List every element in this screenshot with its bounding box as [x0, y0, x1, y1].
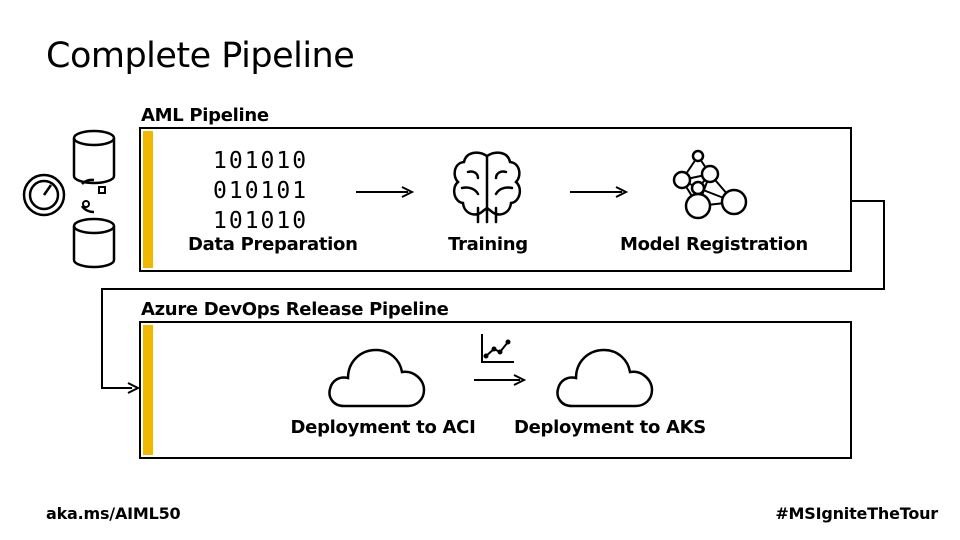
pipeline-connector — [101, 200, 885, 394]
step-label-deployment-aci: Deployment to ACI — [290, 417, 476, 438]
binary-data-icon: 101010 010101 101010 — [213, 146, 308, 236]
arrow-right-icon — [356, 186, 415, 198]
step-label-training: Training — [448, 234, 528, 255]
binary-line: 101010 — [213, 148, 309, 174]
footer-link[interactable]: aka.ms/AIML50 — [46, 504, 181, 523]
cloud-icon — [556, 348, 654, 408]
database-gauge-icon — [22, 129, 116, 269]
page-title: Complete Pipeline — [46, 36, 355, 76]
release-pipeline-label: Azure DevOps Release Pipeline — [141, 299, 449, 320]
binary-line: 101010 — [213, 208, 309, 234]
aml-pipeline-label: AML Pipeline — [141, 105, 269, 126]
step-label-model-registration: Model Registration — [620, 234, 808, 255]
brain-icon — [452, 151, 522, 224]
step-label-data-preparation: Data Preparation — [188, 234, 358, 255]
cloud-icon — [328, 348, 426, 408]
accent-bar — [143, 131, 153, 268]
step-label-deployment-aks: Deployment to AKS — [514, 417, 706, 438]
arrow-right-icon — [570, 186, 629, 198]
release-pipeline-box — [139, 321, 852, 459]
arrow-right-icon — [474, 374, 527, 386]
network-model-icon — [672, 149, 748, 220]
accent-bar — [143, 325, 153, 455]
footer-hashtag: #MSIgniteTheTour — [775, 504, 938, 523]
binary-line: 010101 — [213, 178, 309, 204]
chart-line-icon — [481, 334, 514, 363]
